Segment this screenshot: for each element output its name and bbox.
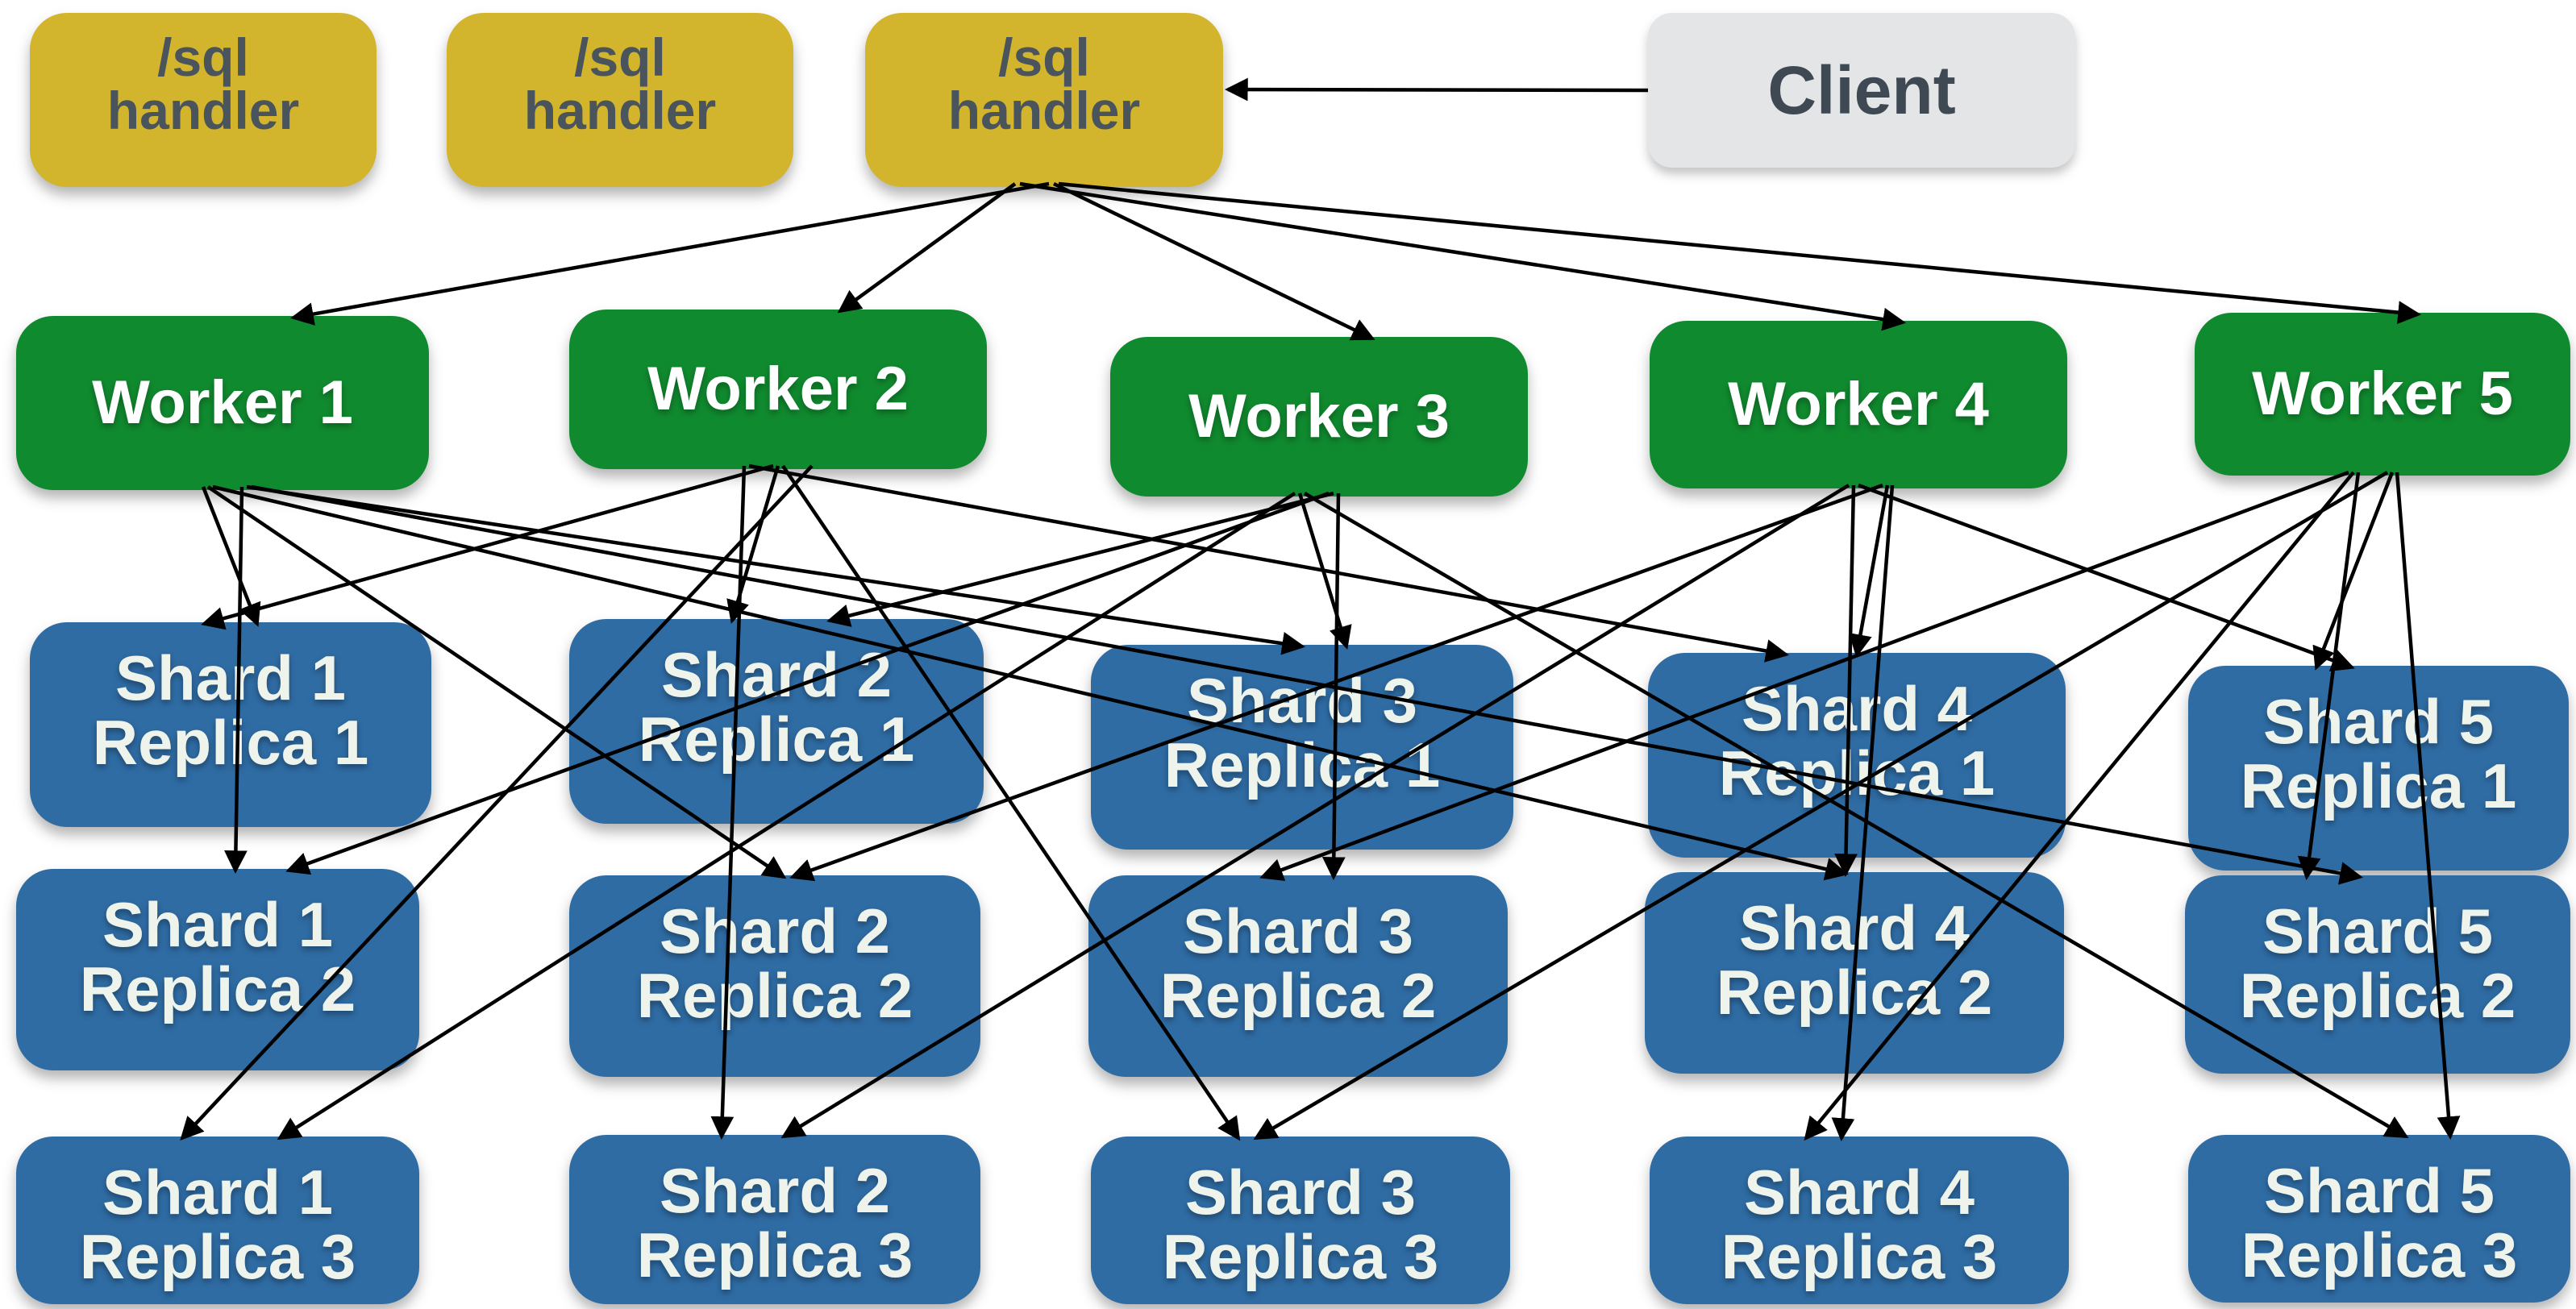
node-label: Shard 2 (660, 639, 893, 710)
node-label: Worker 3 (1188, 382, 1450, 451)
node-label: Replica 2 (2239, 959, 2516, 1031)
arrow-worker-5-to-shard-5-replica-1 (2312, 472, 2395, 671)
node-label: Replica 3 (2241, 1219, 2518, 1290)
node-label: Shard 1 (102, 1157, 334, 1228)
node-label: Shard 4 (1743, 1157, 1975, 1228)
node-label: Worker 4 (1728, 370, 1989, 438)
node-label: Replica 2 (636, 959, 913, 1031)
arrow-worker-3-to-shard-3-replica-1 (1297, 492, 1352, 650)
node-label: Replica 3 (1721, 1220, 1998, 1292)
node-label: Replica 2 (1716, 956, 1993, 1028)
node-label: Replica 3 (636, 1219, 913, 1290)
node-label: Shard 5 (2263, 1155, 2495, 1226)
arrow-worker-2-to-shard-2-replica-1 (726, 465, 780, 624)
node-label: Replica 3 (79, 1220, 356, 1292)
node-label: Worker 2 (647, 355, 909, 423)
node-label: Shard 3 (1184, 1157, 1417, 1228)
arrow-worker-4-to-shard-4-replica-1 (1849, 484, 1890, 658)
node-label: Replica 1 (2240, 750, 2517, 821)
node-label: /sql (157, 27, 249, 87)
node-label: /sql (998, 27, 1090, 87)
arrow-sql-handler-3-to-worker-3 (1053, 181, 1375, 341)
arrow-worker-3-to-shard-2-replica-1 (826, 491, 1334, 627)
node-label: Shard 2 (659, 1155, 891, 1226)
node-label: handler (947, 81, 1141, 140)
arrow-sql-handler-3-to-worker-2 (837, 182, 1017, 314)
arrow-worker-1-to-shard-1-replica-1 (201, 486, 261, 627)
node-client: Client (1648, 13, 2075, 168)
node-label: Client (1767, 52, 1956, 128)
arrow-sql-handler-3-to-worker-4 (1019, 181, 1906, 331)
arrow-worker-4-to-shard-5-replica-1 (1858, 483, 2355, 671)
node-label: Worker 5 (2252, 359, 2513, 428)
arrow-sql-handler-3-to-worker-5 (1058, 181, 2422, 324)
node-label: Replica 1 (92, 706, 369, 778)
arrow-client-to-sql-handler-3 (1224, 77, 1649, 102)
node-worker-5: Worker 5 (2195, 313, 2570, 476)
node-label: handler (523, 81, 717, 140)
node-label: handler (106, 81, 300, 140)
node-label: Replica 2 (79, 953, 356, 1024)
node-worker-4: Worker 4 (1650, 321, 2067, 488)
node-label: Shard 4 (1738, 892, 1970, 963)
node-worker-3: Worker 3 (1110, 337, 1528, 497)
node-label: Replica 1 (1718, 737, 1995, 808)
arrow-worker-1-to-shard-4-replica-2 (212, 484, 1849, 881)
node-label: Shard 1 (114, 642, 347, 713)
node-label: Replica 1 (1163, 729, 1441, 800)
node-label: Shard 2 (659, 896, 891, 966)
arrow-sql-handler-3-to-worker-1 (290, 181, 1050, 326)
node-label: Shard 3 (1182, 896, 1414, 966)
node-worker-1: Worker 1 (16, 316, 429, 490)
node-label: /sql (574, 27, 666, 87)
node-label: Shard 4 (1741, 673, 1973, 744)
node-label: Shard 3 (1186, 665, 1418, 736)
node-label: Worker 1 (92, 368, 353, 437)
node-label: Shard 5 (2262, 686, 2495, 757)
node-label: Replica 3 (1162, 1220, 1439, 1292)
node-label: Shard 5 (2262, 896, 2494, 966)
node-label: Shard 1 (102, 889, 334, 960)
node-worker-2: Worker 2 (569, 310, 987, 469)
node-label: Replica 2 (1159, 959, 1437, 1031)
node-label: Replica 1 (638, 703, 915, 775)
